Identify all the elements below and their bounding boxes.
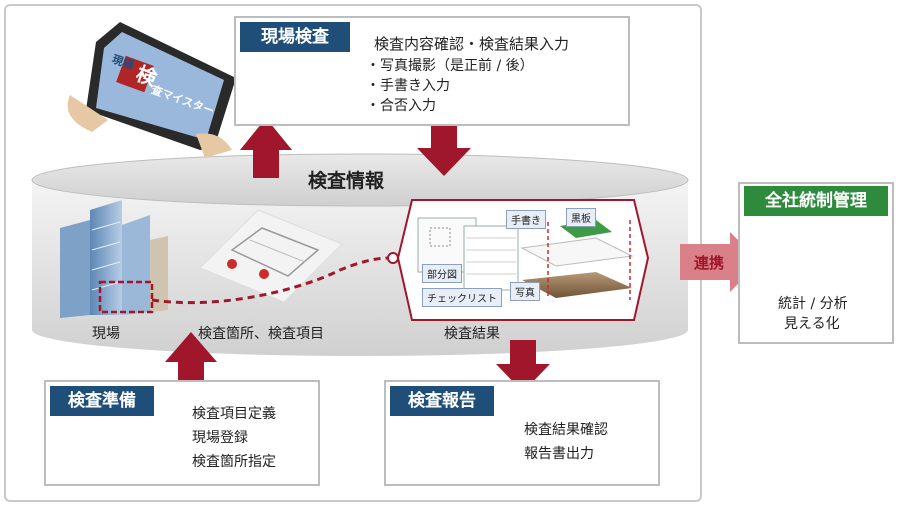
report-title: 検査報告 <box>390 386 494 416</box>
prep-line-2: 現場登録 <box>192 430 248 446</box>
label-inspection-results: 検査結果 <box>444 326 500 342</box>
management-line-1: 統計 / 分析 <box>778 296 848 312</box>
arrow-down-to-report <box>496 340 550 392</box>
site-inspection-line-2: ・写真撮影（是正前 / 後） <box>366 58 534 74</box>
site-inspection-line-3: ・手書き入力 <box>366 78 450 94</box>
arrow-up-from-prep <box>165 332 217 392</box>
callout-photo: 写真 <box>510 282 540 301</box>
arrow-down-from-site-inspection <box>417 118 471 176</box>
database-title: 検査情報 <box>308 170 385 192</box>
management-title: 全社統制管理 <box>744 186 888 216</box>
link-label: 連携 <box>694 254 725 272</box>
tablet-illustration <box>67 22 236 158</box>
site-inspection-line-4: ・合否入力 <box>366 98 436 114</box>
prep-line-3: 検査箇所指定 <box>192 454 276 470</box>
label-site: 現場 <box>92 326 120 342</box>
prep-title: 検査準備 <box>50 386 154 416</box>
label-inspection-items: 検査箇所、検査項目 <box>198 326 324 342</box>
callout-handwriting: 手書き <box>506 210 546 229</box>
dashed-connector <box>151 256 391 305</box>
building-illustration <box>60 200 168 318</box>
site-inspection-title: 現場検査 <box>240 22 350 52</box>
report-line-1: 検査結果確認 <box>524 422 608 438</box>
site-inspection-line-1: 検査内容確認・検査結果入力 <box>374 35 570 53</box>
callout-blackboard: 黒板 <box>566 208 596 227</box>
callout-partial-drawing: 部分図 <box>422 264 462 283</box>
prep-line-1: 検査項目定義 <box>192 406 276 422</box>
management-line-2: 見える化 <box>784 316 840 332</box>
arrow-up-to-site-inspection <box>240 118 292 178</box>
inspection-plan-sheet <box>199 209 343 303</box>
callout-checklist: チェックリスト <box>422 288 502 307</box>
report-line-2: 報告書出力 <box>524 446 594 462</box>
